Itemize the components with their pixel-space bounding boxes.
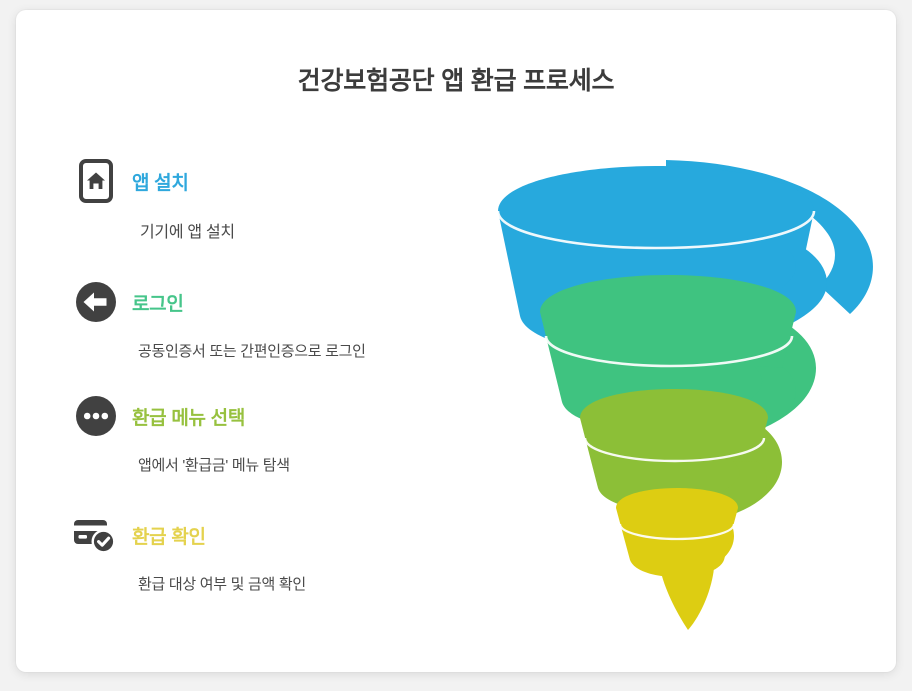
step-item-select-refund-menu[interactable]: 환급 메뉴 선택 앱에서 '환급금' 메뉴 탐색 [72, 390, 462, 503]
step-description: 기기에 앱 설치 [140, 224, 235, 241]
funnel-stage-4 [616, 488, 738, 630]
step-header: 환급 확인 [72, 509, 462, 561]
step-title: 환급 확인 [132, 526, 206, 548]
circle-arrow-left-icon [72, 278, 120, 326]
step-description: 공동인증서 또는 간편인증으로 로그인 [138, 343, 366, 360]
step-header: 환급 메뉴 선택 [72, 390, 462, 442]
step-description: 환급 대상 여부 및 금액 확인 [138, 576, 306, 593]
circle-ellipsis-icon [72, 392, 120, 440]
infographic-card: 건강보험공단 앱 환급 프로세스 앱 설치 기기에 앱 설치 [16, 10, 896, 672]
step-header: 로그인 [72, 276, 462, 328]
step-title: 로그인 [132, 293, 184, 315]
step-header: 앱 설치 [72, 155, 462, 207]
step-title: 앱 설치 [132, 172, 189, 194]
step-description: 앱에서 '환급금' 메뉴 탐색 [138, 457, 290, 474]
funnel-chart [468, 136, 888, 636]
funnel-stage-3 [580, 389, 782, 519]
steps-list: 앱 설치 기기에 앱 설치 로그인 공동인증서 또는 간편인증으로 로그인 [72, 155, 462, 622]
step-item-login[interactable]: 로그인 공동인증서 또는 간편인증으로 로그인 [72, 276, 462, 389]
step-title: 환급 메뉴 선택 [132, 407, 246, 429]
step-item-confirm-refund[interactable]: 환급 확인 환급 대상 여부 및 금액 확인 [72, 509, 462, 622]
card-check-icon [72, 511, 120, 559]
step-item-app-install[interactable]: 앱 설치 기기에 앱 설치 [72, 155, 462, 268]
mobile-home-icon [72, 157, 120, 205]
page-title: 건강보험공단 앱 환급 프로세스 [297, 67, 615, 95]
